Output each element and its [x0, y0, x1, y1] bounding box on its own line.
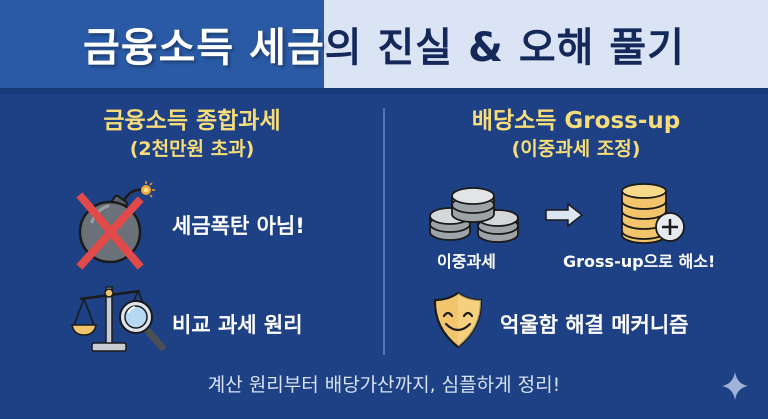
grievance-resolution-label: 억울함 해결 메커니즘 [500, 313, 689, 337]
crossed-out-bomb-icon [72, 180, 162, 274]
right-column-heading: 배당소득 Gross-up (이중과세 조정) [384, 106, 768, 162]
not-tax-bomb-label: 세금폭탄 아님! [172, 214, 305, 238]
header-shadow-strip [0, 88, 768, 94]
comparison-taxation-label: 비교 과세 원리 [172, 313, 303, 337]
right-heading: 배당소득 Gross-up [471, 108, 681, 134]
gold-coin-stack-plus-icon [618, 183, 688, 249]
gross-up-resolve-label: Gross-up으로 해소! [563, 252, 716, 271]
page-title-part1: 금융소득 세금 [83, 25, 325, 71]
double-taxation-label: 이중과세 [437, 252, 496, 271]
scale-with-magnifier-icon [70, 281, 170, 361]
header-blue-panel [0, 0, 324, 88]
smiling-shield-icon [432, 290, 484, 354]
column-divider [383, 108, 385, 355]
page-title-part2: 의 진실 & 오해 풀기 [324, 25, 685, 71]
right-arrow-icon [544, 202, 584, 231]
footer-text: 계산 원리부터 배당가산까지, 심플하게 정리! [207, 374, 561, 396]
right-subheading: (이중과세 조정) [511, 138, 641, 160]
left-column-heading: 금융소득 종합과세 (2천만원 초과) [0, 106, 384, 162]
sparkle-icon [722, 372, 748, 404]
silver-coin-stacks-icon [428, 186, 522, 248]
left-heading: 금융소득 종합과세 [103, 108, 281, 134]
left-subheading: (2천만원 초과) [129, 138, 255, 160]
